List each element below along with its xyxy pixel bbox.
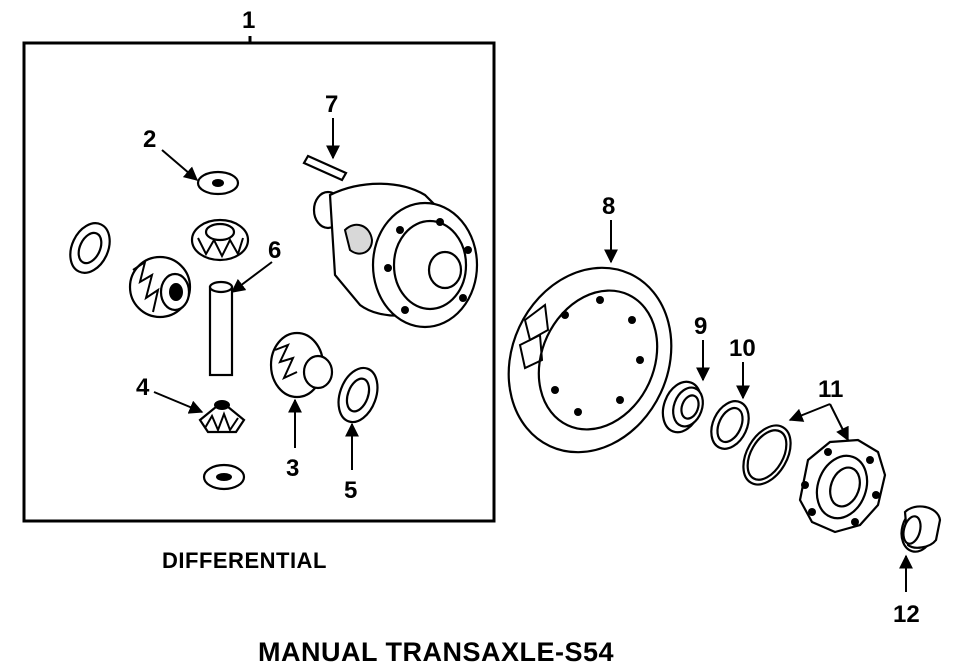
callout-11: 11 [818, 376, 843, 403]
callout-12: 12 [893, 601, 920, 628]
part-4-pinion-gear [198, 400, 246, 434]
part-11-bearing-retainer [798, 438, 887, 534]
callout-6: 6 [268, 237, 281, 264]
side-gear-washer-left [69, 222, 111, 274]
callout-7: 7 [325, 91, 338, 118]
part-2-thrust-washer [196, 170, 240, 196]
callout-4: 4 [136, 374, 150, 401]
subassembly-caption: DIFFERENTIAL [162, 548, 327, 573]
part-8-ring-gear [507, 266, 673, 454]
callout-1: 1 [242, 7, 255, 34]
part-10-shim [710, 400, 750, 450]
callout-2-leader [161, 149, 199, 181]
part-5-thrust-washer [337, 366, 379, 424]
pinion-gear-upper [190, 218, 250, 262]
callout-6-leader [230, 261, 273, 293]
part-6-pinion-shaft [208, 280, 234, 377]
part-12-oil-seal [900, 505, 942, 553]
callout-4-leader [153, 391, 204, 414]
callout-10: 10 [729, 335, 756, 362]
callout-11-leader-b [829, 403, 849, 442]
callout-8: 8 [602, 193, 615, 220]
callout-2: 2 [143, 126, 156, 153]
part-3-side-gear [269, 331, 334, 399]
part-7-pin [302, 154, 348, 182]
differential-kit-box [22, 41, 496, 523]
part-9-bearing [661, 380, 704, 434]
assembly-caption: MANUAL TRANSAXLE-S54 [258, 637, 615, 667]
part-11-seal-ring [742, 424, 792, 486]
side-gear-left [128, 255, 192, 319]
callout-3: 3 [286, 455, 299, 482]
thrust-washer-bottom [202, 463, 246, 491]
callout-5: 5 [344, 477, 357, 504]
callout-9: 9 [694, 313, 707, 340]
differential-case [312, 182, 479, 329]
callout-11-leader-a [788, 403, 831, 422]
